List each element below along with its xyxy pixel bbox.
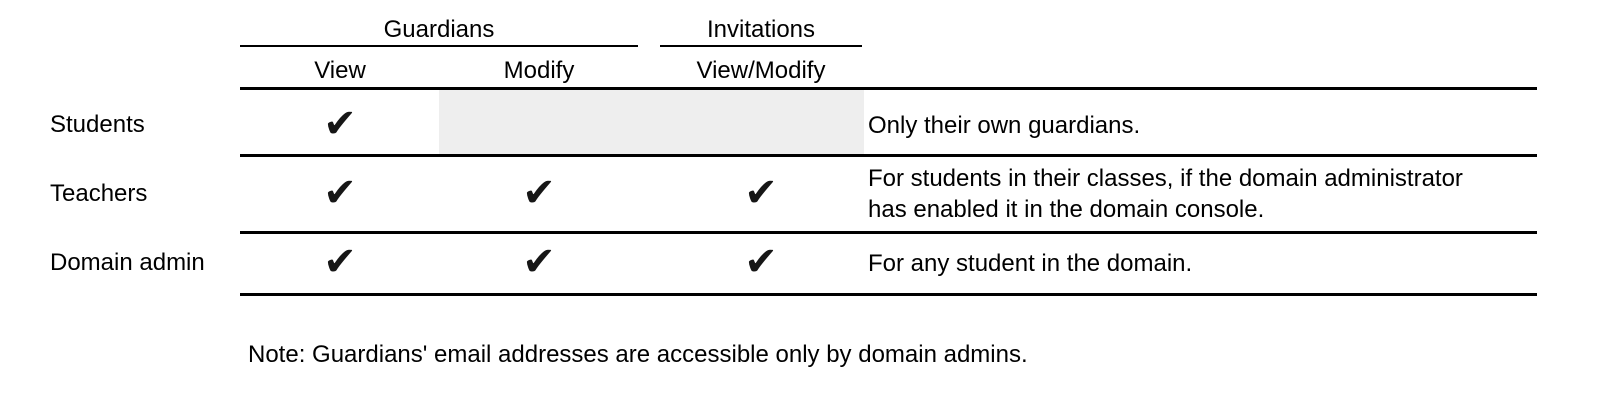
check-icon-teachers-guardians-modify: ✔	[522, 170, 556, 216]
table-bottom-rule	[240, 293, 1537, 296]
column-header-guardians-view: View	[314, 57, 366, 84]
blocked-cell-students	[439, 90, 864, 154]
header-bottom-rule	[240, 87, 1537, 90]
column-header-guardians-modify: Modify	[503, 57, 575, 84]
row-label-teachers: Teachers	[50, 180, 148, 207]
check-icon-domain-admin-invitations-view-modify: ✔	[744, 239, 778, 285]
note-cell-domain-admin: For any student in the domain.	[868, 250, 1193, 277]
spanner-rule-invitations	[660, 45, 862, 47]
row-rule-after-teachers	[240, 231, 1537, 234]
note-cell-teachers: For students in their classes, if the do…	[868, 165, 1463, 223]
spanner-header-guardians: Guardians	[383, 16, 495, 43]
row-rule-after-students	[240, 154, 1537, 157]
row-label-students: Students	[50, 111, 145, 138]
check-icon-teachers-invitations-view-modify: ✔	[744, 170, 778, 216]
check-icon-domain-admin-guardians-modify: ✔	[522, 239, 556, 285]
check-icon-students-guardians-view: ✔	[323, 101, 357, 147]
spanner-rule-guardians	[240, 45, 638, 47]
column-header-invitations-view-modify: View/Modify	[696, 57, 826, 84]
spanner-header-invitations: Invitations	[706, 16, 816, 43]
note-cell-students: Only their own guardians.	[868, 112, 1141, 139]
footnote-text: Note: Guardians' email addresses are acc…	[248, 341, 1028, 368]
row-label-domain-admin: Domain admin	[50, 249, 205, 276]
check-icon-domain-admin-guardians-view: ✔	[323, 239, 357, 285]
check-icon-teachers-guardians-view: ✔	[323, 170, 357, 216]
